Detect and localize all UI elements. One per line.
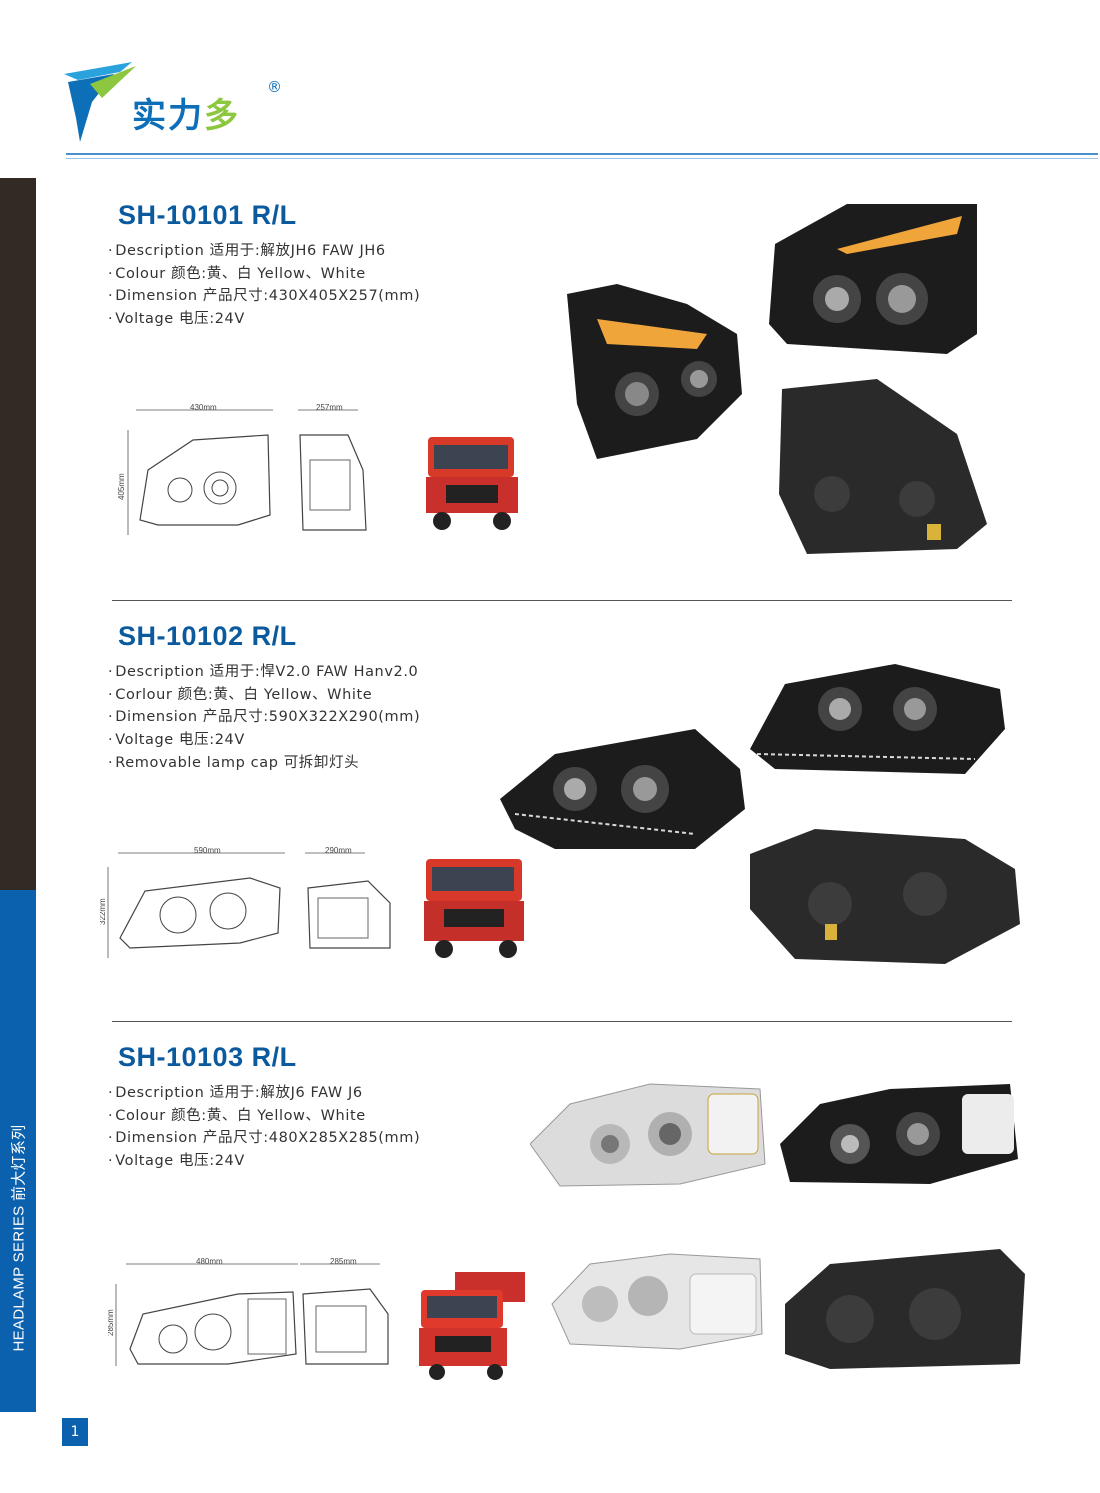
product-title: SH-10102 R/L [118,621,297,651]
brand-logo: 实力多 ® [62,58,302,144]
spec-removable-cap: Removable lamp cap 可拆卸灯头 [108,752,420,775]
logo-mark-icon [64,62,136,142]
header-rule-thin [66,158,1098,159]
truck-image [419,1272,525,1380]
page-number: 1 [62,1418,88,1446]
brand-name: 实力多 [132,96,240,136]
sidebar-dark-band [0,178,36,890]
spec-colour: Colour 颜色:黄、白 Yellow、White [108,1105,420,1128]
registered-mark: ® [267,78,282,96]
spec-description: Description 适用于:悍V2.0 FAW Hanv2.0 [108,661,420,684]
spec-dimension: Dimension 产品尺寸:480X285X285(mm) [108,1127,420,1150]
truck-image [426,437,518,530]
product-title: SH-10101 R/L [118,200,297,230]
dim-width-label: 590mm [194,846,221,855]
dim-depth-label: 257mm [316,403,343,412]
spec-colour: Corlour 颜色:黄、白 Yellow、White [108,684,420,707]
spec-voltage: Voltage 电压:24V [108,308,420,331]
headlamp-photos [530,1083,1025,1369]
spec-colour: Colour 颜色:黄、白 Yellow、White [108,263,420,286]
spec-voltage: Voltage 电压:24V [108,1150,420,1173]
dim-width-label: 430mm [190,403,217,412]
product-title: SH-10103 R/L [118,1042,297,1072]
sidebar-series-label: HEADLAMP SERIES 前大灯系列 [10,1124,28,1352]
dim-depth-label: 290mm [325,846,352,855]
dim-depth-label: 285mm [330,1257,357,1266]
spec-dimension: Dimension 产品尺寸:430X405X257(mm) [108,285,420,308]
spec-list: Description 适用于:解放J6 FAW J6 Colour 颜色:黄、… [108,1082,420,1173]
spec-voltage: Voltage 电压:24V [108,729,420,752]
header-rule [66,153,1098,155]
technical-drawing: 480mm 285mm 285mm [108,1257,389,1366]
spec-description: Description 适用于:解放JH6 FAW JH6 [108,240,420,263]
section-divider [112,1021,1012,1022]
headlamp-photos [567,204,987,554]
truck-image [424,859,524,958]
section-divider [112,600,1012,601]
dim-height-label: 285mm [108,1309,115,1336]
technical-drawing: 430mm 405mm 257mm [118,403,367,535]
spec-description: Description 适用于:解放J6 FAW J6 [108,1082,420,1105]
technical-drawing: 590mm 322mm 290mm [100,846,391,958]
dim-height-label: 322mm [100,898,107,925]
dim-width-label: 480mm [196,1257,223,1266]
spec-list: Description 适用于:悍V2.0 FAW Hanv2.0 Corlou… [108,661,420,775]
dim-height-label: 405mm [118,473,126,500]
headlamp-photos [500,664,1020,964]
sidebar-blue-band [0,890,36,1412]
spec-list: Description 适用于:解放JH6 FAW JH6 Colour 颜色:… [108,240,420,331]
spec-dimension: Dimension 产品尺寸:590X322X290(mm) [108,706,420,729]
